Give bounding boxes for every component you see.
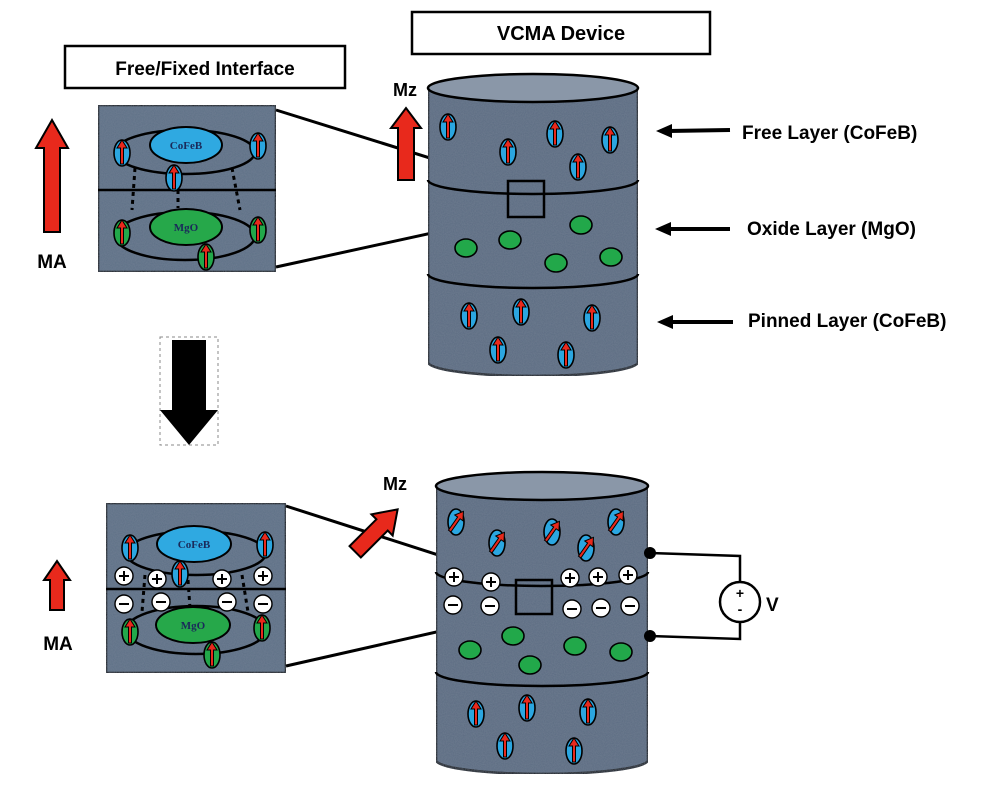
- ma-label-bottom: MA: [43, 634, 73, 655]
- oxide-atom-icon: [569, 215, 593, 235]
- spin-icon: [569, 153, 587, 181]
- ma-arrow-bottom: [42, 559, 72, 611]
- spin-icon: [565, 737, 583, 765]
- interface-zoom-box: [506, 179, 546, 219]
- spin-icon: [439, 113, 457, 141]
- spin-icon: [249, 216, 267, 244]
- spin-icon: [518, 694, 536, 722]
- spin-icon: [546, 120, 564, 148]
- interface-title: Free/Fixed Interface: [115, 59, 295, 80]
- mz-label-top: Mz: [393, 80, 417, 100]
- vcma-cylinder-bottom: [434, 470, 650, 776]
- cofeb-atom-top: [149, 126, 223, 164]
- oxide-atom-icon: [563, 636, 587, 656]
- spin-icon: [601, 126, 619, 154]
- spin-icon: [113, 219, 131, 247]
- spin-icon: [489, 336, 507, 364]
- vcma-cylinder-top: [426, 72, 640, 378]
- mgo-atom-bottom: [155, 606, 231, 644]
- cofeb-label-bottom: CoFeB: [178, 539, 211, 551]
- positive-charge-icon: [253, 566, 273, 586]
- spin-icon: [579, 698, 597, 726]
- negative-charge-icon: [217, 592, 237, 612]
- positive-charge-icon: [560, 568, 580, 588]
- positive-charge-icon: [481, 572, 501, 592]
- spin-icon: [583, 304, 601, 332]
- inset-bottom: CoFeB MgO: [104, 501, 288, 675]
- spin-icon: [467, 700, 485, 728]
- oxide-atom-icon: [599, 247, 623, 267]
- negative-charge-icon: [480, 596, 500, 616]
- voltage-plus: +: [736, 585, 744, 601]
- mz-arrow-bottom: [348, 508, 399, 559]
- spin-icon: [121, 618, 139, 646]
- interface-title-box: Free/Fixed Interface: [63, 44, 347, 90]
- free-layer-label: Free Layer (CoFeB): [742, 123, 917, 144]
- oxide-layer-label: Oxide Layer (MgO): [747, 219, 916, 240]
- positive-charge-icon: [114, 566, 134, 586]
- spin-icon: [512, 298, 530, 326]
- oxide-atom-icon: [458, 640, 482, 660]
- positive-charge-icon: [588, 567, 608, 587]
- mgo-label-bottom: MgO: [181, 620, 206, 632]
- voltage-circuit: + -: [644, 547, 762, 642]
- voltage-label: V: [766, 595, 779, 616]
- spin-icon: [460, 302, 478, 330]
- negative-charge-icon: [591, 598, 611, 618]
- spin-icon: [557, 341, 575, 369]
- spin-icon: [113, 139, 131, 167]
- interface-zoom-box: [514, 578, 554, 616]
- cofeb-atom-bottom: [156, 525, 232, 563]
- negative-charge-icon: [562, 599, 582, 619]
- negative-charge-icon: [114, 594, 134, 614]
- ma-label-top: MA: [37, 252, 67, 273]
- spin-icon: [249, 132, 267, 160]
- spin-icon: [253, 614, 271, 642]
- oxide-atom-icon: [454, 238, 478, 258]
- mz-arrow-top: [389, 106, 423, 181]
- oxide-layer-pointer: [655, 222, 730, 236]
- spin-icon: [197, 243, 215, 271]
- positive-charge-icon: [212, 569, 232, 589]
- negative-charge-icon: [443, 595, 463, 615]
- pinned-layer-label: Pinned Layer (CoFeB): [748, 311, 946, 332]
- oxide-atom-icon: [544, 253, 568, 273]
- voltage-source-icon: [718, 580, 762, 624]
- spin-icon: [121, 534, 139, 562]
- positive-charge-icon: [147, 569, 167, 589]
- voltage-minus: -: [738, 601, 743, 617]
- device-title: VCMA Device: [497, 23, 625, 45]
- spin-icon: [171, 560, 189, 588]
- inset-top: CoFeB MgO: [96, 103, 278, 274]
- transition-arrow: [160, 340, 218, 445]
- mgo-label-top: MgO: [174, 222, 199, 234]
- spin-icon: [496, 732, 514, 760]
- free-layer-pointer: [656, 124, 731, 138]
- spin-icon: [256, 531, 274, 559]
- pinned-layer-pointer: [657, 315, 733, 329]
- oxide-atom-icon: [609, 642, 633, 662]
- negative-charge-icon: [620, 596, 640, 616]
- spin-icon: [165, 164, 183, 192]
- spin-icon: [499, 138, 517, 166]
- mz-label-bottom: Mz: [383, 474, 407, 494]
- cofeb-label-top: CoFeB: [170, 140, 203, 152]
- negative-charge-icon: [253, 594, 273, 614]
- device-title-box: VCMA Device: [410, 10, 712, 56]
- spin-icon: [203, 641, 221, 669]
- negative-charge-icon: [151, 592, 171, 612]
- oxide-atom-icon: [498, 230, 522, 250]
- positive-charge-icon: [444, 567, 464, 587]
- oxide-atom-icon: [501, 626, 525, 646]
- mgo-atom-top: [149, 208, 223, 246]
- positive-charge-icon: [618, 565, 638, 585]
- oxide-atom-icon: [518, 655, 542, 675]
- ma-arrow-top: [34, 117, 70, 233]
